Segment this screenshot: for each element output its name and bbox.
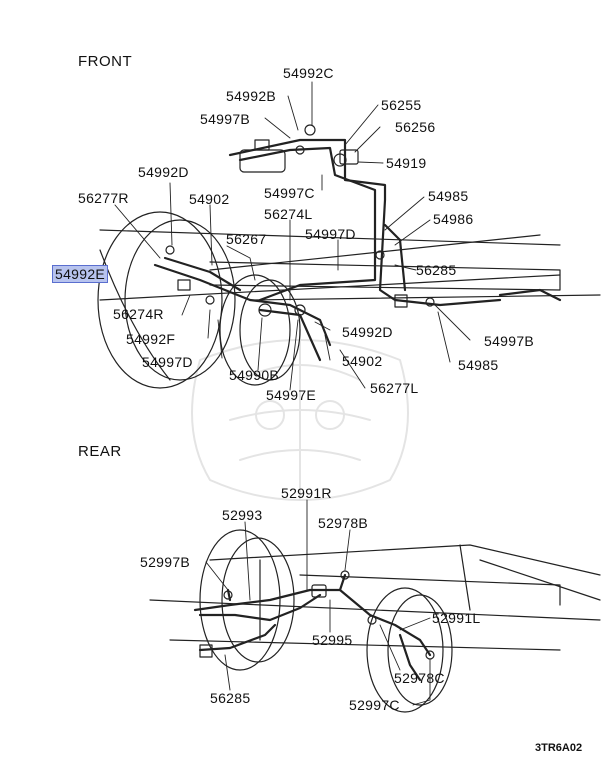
part-label-54997d-bot[interactable]: 54997D: [142, 354, 193, 370]
part-label-56255[interactable]: 56255: [381, 97, 422, 113]
rear-brake-lines: [193, 573, 432, 682]
rear-clips: [199, 570, 435, 660]
part-label-54919[interactable]: 54919: [386, 155, 427, 171]
part-label-52997c[interactable]: 52997C: [349, 697, 400, 713]
part-label-56277l[interactable]: 56277L: [370, 380, 419, 396]
part-label-54997e[interactable]: 54997E: [266, 387, 317, 403]
part-label-52991r[interactable]: 52991R: [281, 485, 332, 501]
rear-wheel-right: [366, 587, 453, 713]
part-label-52978b[interactable]: 52978B: [318, 515, 369, 531]
part-label-54997c[interactable]: 54997C: [264, 185, 315, 201]
part-label-54992d-top[interactable]: 54992D: [138, 164, 189, 180]
section-rear-title: REAR: [78, 443, 122, 460]
part-label-54992e-highlighted[interactable]: 54992E: [52, 265, 109, 283]
front-brake-lines: [153, 138, 562, 362]
part-label-56285-rear[interactable]: 56285: [210, 690, 251, 706]
part-label-56274l[interactable]: 56274L: [264, 206, 313, 222]
part-label-52997b[interactable]: 52997B: [140, 554, 191, 570]
master-cylinder: [239, 139, 305, 173]
part-label-54985-bot[interactable]: 54985: [458, 357, 499, 373]
part-label-54997b-top[interactable]: 54997B: [200, 111, 251, 127]
front-leader-lines: [114, 81, 471, 391]
diagram-code: 3TR6A02: [535, 742, 583, 754]
part-label-56256[interactable]: 56256: [395, 119, 436, 135]
part-label-54902-bot[interactable]: 54902: [342, 353, 383, 369]
front-clips: [165, 124, 435, 317]
part-label-56274r[interactable]: 56274R: [113, 306, 164, 322]
part-label-52978c[interactable]: 52978C: [394, 670, 445, 686]
part-label-54997b-right[interactable]: 54997B: [484, 333, 535, 349]
part-label-54992d-bot[interactable]: 54992D: [342, 324, 393, 340]
part-label-54902-top[interactable]: 54902: [189, 191, 230, 207]
part-label-54985-top[interactable]: 54985: [428, 188, 469, 204]
part-label-56277r[interactable]: 56277R: [78, 190, 129, 206]
rear-leader-lines: [205, 499, 431, 706]
section-front-title: FRONT: [78, 53, 133, 70]
rear-wheel-left: [199, 529, 295, 671]
part-label-54986[interactable]: 54986: [433, 211, 474, 227]
rear-right-wheel-front-view: [219, 274, 301, 386]
part-label-52995[interactable]: 52995: [312, 632, 353, 648]
part-label-52991l[interactable]: 52991L: [432, 610, 481, 626]
rear-frame: [149, 544, 601, 651]
part-label-56285-front[interactable]: 56285: [416, 262, 457, 278]
part-label-54997d-mid[interactable]: 54997D: [305, 226, 356, 242]
watermark-emblem: [191, 329, 409, 501]
part-label-52993[interactable]: 52993: [222, 507, 263, 523]
part-label-54990b[interactable]: 54990B: [229, 367, 280, 383]
part-label-56267[interactable]: 56267: [226, 231, 267, 247]
part-label-54992b[interactable]: 54992B: [226, 88, 277, 104]
part-label-54992f[interactable]: 54992F: [126, 331, 176, 347]
part-label-54992c[interactable]: 54992C: [283, 65, 334, 81]
